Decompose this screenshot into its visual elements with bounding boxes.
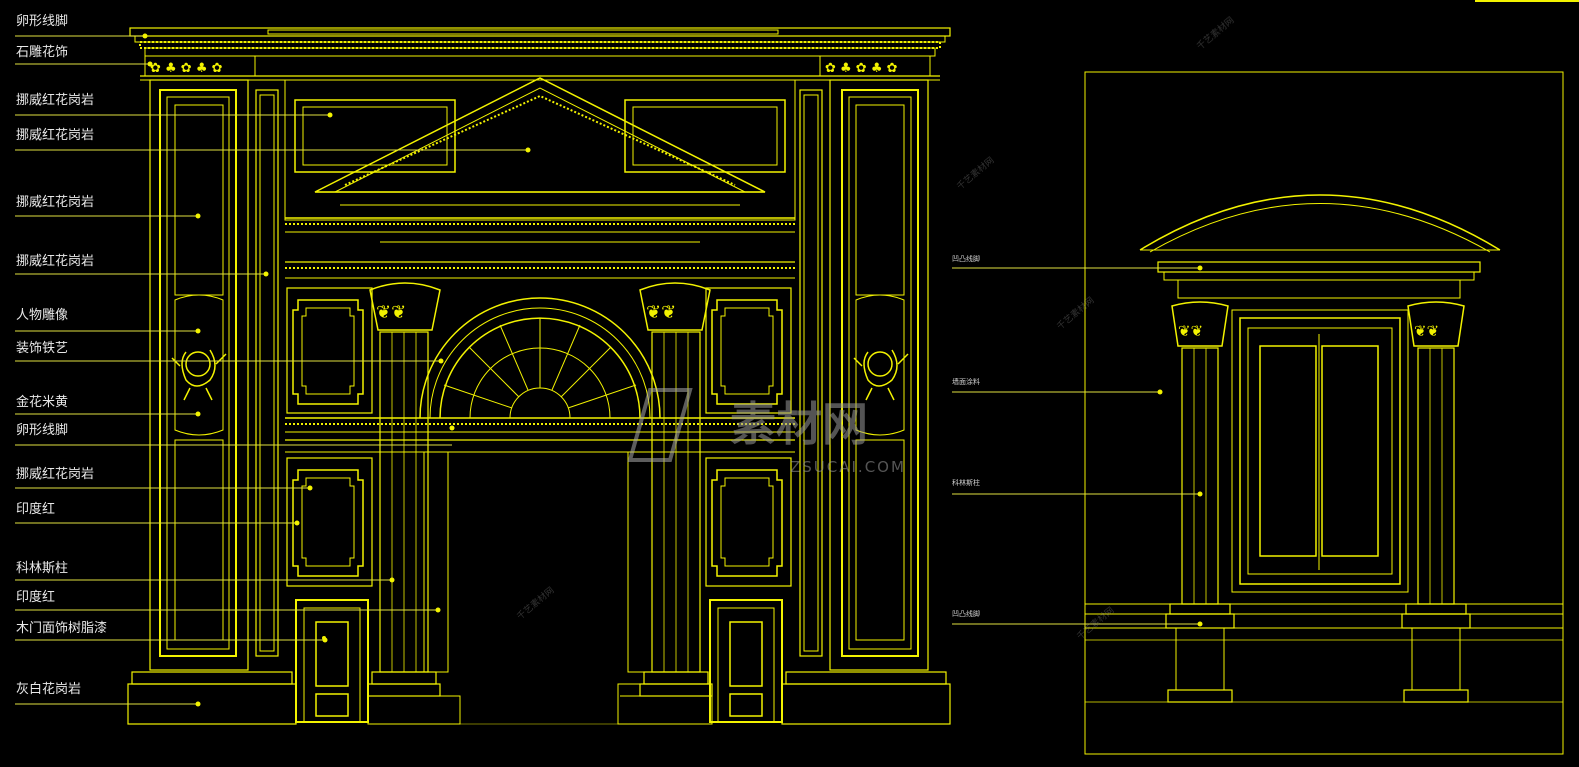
label-india-red-1: 印度红 — [16, 501, 55, 517]
label-molding-upper: 凹凸线脚 — [952, 254, 980, 263]
label-granite-3: 挪威红花岗岩 — [16, 194, 94, 210]
svg-text:✿ ♣ ✿ ♣ ✿: ✿ ♣ ✿ ♣ ✿ — [825, 61, 898, 76]
label-granite-2: 挪威红花岗岩 — [16, 127, 94, 143]
svg-text:✿ ♣ ✿ ♣ ✿: ✿ ♣ ✿ ♣ ✿ — [150, 61, 223, 76]
svg-text:❦❦: ❦❦ — [376, 302, 406, 323]
right-outer-pilaster — [799, 79, 929, 671]
label-ironwork: 装饰铁艺 — [16, 341, 68, 356]
watermark-small-4: 千艺素材网 — [514, 584, 556, 622]
right-labels: 凹凸线脚 墙面涂料 科林斯柱 凹凸线脚 — [952, 254, 980, 618]
label-golden-beige: 金花米黄 — [16, 394, 68, 410]
right-leader-lines — [952, 265, 1203, 627]
label-grey-granite: 灰白花岗岩 — [16, 681, 81, 697]
label-corinthian-right: 科林斯柱 — [952, 478, 980, 487]
right-base-bands — [1085, 603, 1563, 703]
svg-text:❦❦: ❦❦ — [646, 302, 676, 323]
label-wood-door-finish: 木门面饰树脂漆 — [16, 620, 107, 636]
corinthian-column-left: ❦❦ — [367, 282, 449, 697]
egg-dart-molding — [285, 417, 795, 453]
right-column-left: ❦❦ — [1165, 301, 1235, 703]
pediment — [284, 77, 796, 279]
label-wall-paint: 墙面涂料 — [952, 377, 980, 386]
label-stone-carving: 石雕花饰 — [16, 44, 68, 60]
label-granite-4: 挪威红花岗岩 — [16, 253, 94, 269]
left-leader-lines — [15, 33, 531, 707]
figure-sculpture-left — [171, 349, 227, 401]
right-column-right: ❦❦ — [1401, 301, 1471, 703]
label-figure-sculpture: 人物雕像 — [16, 308, 68, 323]
watermark-small-3: 千艺素材网 — [1054, 294, 1096, 332]
side-panels — [286, 287, 792, 587]
watermark-small-1: 千艺素材网 — [1194, 14, 1236, 52]
label-egg-molding-mid: 卵形线脚 — [16, 422, 68, 438]
left-labels: 卵形线脚 石雕花饰 挪威红花岗岩 挪威红花岗岩 挪威红花岗岩 挪威红花岗岩 人物… — [16, 13, 107, 697]
svg-text:❦❦: ❦❦ — [1414, 322, 1439, 340]
watermark-small-5: 千艺素材网 — [1074, 604, 1116, 642]
right-elevation: ❦❦ ❦❦ — [1084, 71, 1564, 755]
label-india-red-2: 印度红 — [16, 589, 55, 605]
fan-window-ironwork — [419, 297, 661, 419]
left-elevation: ✿ ♣ ✿ ♣ ✿ ✿ ♣ ✿ ♣ ✿ — [127, 27, 951, 725]
left-outer-pilaster — [149, 79, 279, 671]
top-cornice: ✿ ♣ ✿ ♣ ✿ ✿ ♣ ✿ ♣ ✿ — [129, 27, 951, 81]
label-egg-molding-top: 卵形线脚 — [16, 13, 68, 29]
svg-text:❦❦: ❦❦ — [1178, 322, 1203, 340]
carved-ornament-left: ✿ ♣ ✿ ♣ ✿ — [144, 55, 256, 77]
wooden-door-left — [295, 599, 369, 723]
label-molding-lower: 凹凸线脚 — [952, 609, 980, 618]
watermark-small-2: 千艺素材网 — [954, 154, 996, 192]
watermark: 素材网 ZSUCAI.COM 千艺素材网 千艺素材网 千艺素材网 千艺素材网 千… — [514, 14, 1236, 642]
watermark-domain: ZSUCAI.COM — [790, 458, 906, 476]
watermark-logo-text: 素材网 — [730, 397, 868, 451]
right-door-panel — [1231, 309, 1409, 593]
figure-sculpture-right — [853, 349, 909, 401]
arched-pediment — [1139, 194, 1501, 299]
granite-base — [127, 671, 951, 725]
label-granite-1: 挪威红花岗岩 — [16, 92, 94, 108]
wooden-door-right — [709, 599, 783, 723]
label-corinthian-column: 科林斯柱 — [16, 561, 68, 576]
corinthian-column-right: ❦❦ — [627, 282, 713, 697]
right-frame — [1084, 71, 1564, 755]
label-granite-5: 挪威红花岗岩 — [16, 466, 94, 482]
carved-ornament-right: ✿ ♣ ✿ ♣ ✿ — [819, 55, 931, 77]
